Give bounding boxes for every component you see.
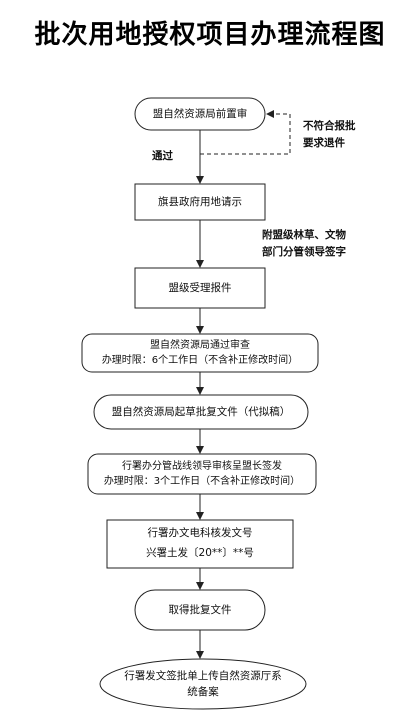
page-title: 批次用地授权项目办理流程图 xyxy=(34,20,386,50)
pass-note: 通过 xyxy=(152,150,173,162)
step-5-label: 盟自然资源局起草批复文件（代拟稿） xyxy=(111,405,291,418)
reject-loop-arrowhead xyxy=(266,110,274,118)
step-7-shape xyxy=(106,519,294,569)
step-5-shape xyxy=(93,394,309,430)
step-3-shape xyxy=(134,267,266,309)
reject-loop-line xyxy=(200,113,291,155)
step-2-label: 旗县政府用地请示 xyxy=(158,195,242,208)
step-7-label: 行署办文电科核发文号 兴署土发〔20**〕**号 xyxy=(146,527,254,559)
attach-note: 附盟级林草、文物 部门分管领导签字 xyxy=(262,229,346,258)
step-8-label: 取得批复文件 xyxy=(168,603,232,616)
step-9-shape xyxy=(99,658,307,710)
step-6-shape xyxy=(87,453,317,495)
step-3-label: 盟级受理报件 xyxy=(168,281,232,294)
reject-note: 不符合报批 要求退件 xyxy=(303,120,356,149)
step-6-label: 行署办分管战线领导审核呈盟长签发 办理时限：3个工作日（不含补正修改时间） xyxy=(103,460,301,488)
step-9-label: 行署发文签批单上传自然资源厅系 统备案 xyxy=(124,669,282,698)
step-4-label: 盟自然资源局通过审查 办理时限：6个工作日（不含补正修改时间） xyxy=(101,339,299,367)
step-1-label: 盟自然资源局前置审 xyxy=(152,107,248,120)
